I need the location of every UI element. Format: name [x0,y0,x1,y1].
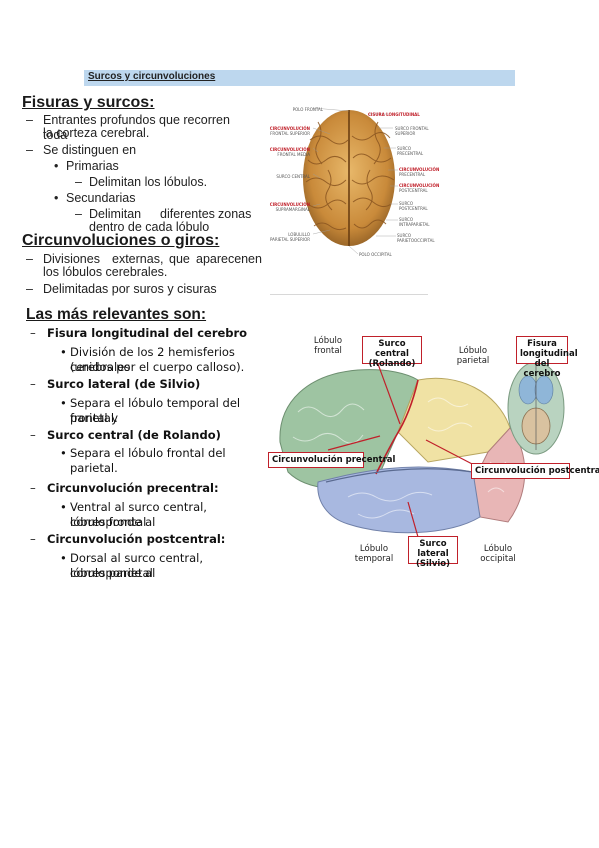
label-postcentral: POSTCENTRAL [399,188,428,193]
label-precentral: PRECENTRAL [399,172,426,177]
dot-bullet: • [60,446,67,460]
dash-bullet: – [26,252,33,266]
list-item-title: Surco central (de Rolando) [47,428,221,442]
label-polo-frontal: POLO FRONTAL [292,107,323,112]
list-item: dentro de cada lóbulo [89,220,210,234]
dash-bullet: – [26,282,33,296]
list-item: aparecen [196,252,249,266]
dash-bullet: – [75,207,82,221]
label-circunvolucion: CIRCUNVOLUCIÓN [399,183,440,188]
divider [270,294,428,295]
list-item: División de los 2 hemisferios cerebrales [70,345,235,374]
label-intraparietal: INTRAPARIETAL [399,222,430,227]
label-box-circunvolucion-precentral: Circunvolución precentral [268,452,395,468]
dash-bullet: – [30,326,36,340]
label-box-surco-lateral: Surco lateral (Silvio) [408,536,458,569]
section-title-fisuras: Fisuras y surcos: [22,94,155,111]
label-lobulillo: LOBULILLO [288,232,310,237]
label-superior: SUPERIOR [395,131,416,136]
dot-bullet: • [60,396,67,410]
dot-bullet: • [60,551,67,565]
dash-bullet: – [75,175,82,189]
list-item: lóbulo frontal [70,515,147,529]
label-box-surco-central: Surco central (Rolando) [362,336,422,369]
label-polo-occipital: POLO OCCIPITAL [359,252,392,257]
section2-list: – Divisiones externas, que aparecen en l… [26,252,262,302]
list-item: en [248,252,262,266]
dot-bullet: • [60,345,67,359]
dot-bullet: • [54,159,59,173]
label-lobulo-parietal: Lóbulo parietal [456,346,490,366]
list-item: Divisiones [43,252,100,266]
section-title-relevantes: Las más relevantes son: [26,306,207,323]
list-item: parietal. [70,411,118,425]
label-surco-central: SURCO CENTRAL [276,174,310,179]
section-title-circunvoluciones: Circunvoluciones o giros: [22,232,220,249]
list-item-title: Circunvolución postcentral: [47,532,226,546]
label-circunvolucion: CIRCUNVOLUCIÓN [269,147,310,152]
list-item: Se distinguen en [43,143,137,157]
dot-bullet: • [60,500,67,514]
label-lobulo-occipital: Lóbulo occipital [480,544,516,564]
list-item: los lóbulos cerebrales. [43,265,168,279]
label-parietooccipital: PARIETOOCCIPITAL [397,238,435,243]
label-circunvolucion: CIRCUNVOLUCIÓN [269,202,310,207]
label-postcentral: POSTCENTRAL [399,206,428,211]
list-item: diferentes [160,207,215,221]
dash-bullet: – [26,143,33,157]
dash-bullet: – [26,113,33,127]
dash-bullet: – [30,481,36,495]
page-header-title: Surcos y circunvoluciones [88,71,216,82]
label-lobulo-frontal: Lóbulo frontal [313,336,343,356]
list-item: zonas [218,207,252,221]
list-item: Secundarias [66,191,136,205]
list-item: externas, [112,252,164,266]
list-item-title: Surco lateral (de Silvio) [47,377,201,391]
label-parietal-superior: PARIETAL SUPERIOR [269,237,310,242]
brain-lateral-figure: Lóbulo frontal Surco central (Rolando) L… [268,332,599,576]
list-item: Ventral al surco central, corresponde al [70,500,207,529]
list-item: Dorsal al surco central, corresponde al [70,551,203,580]
label-surco-frontal: SURCO FRONTAL [395,126,429,131]
label-box-circunvolucion-postcentral: Circunvolución postcentral [471,463,599,479]
list-item: la corteza cerebral. [43,126,150,140]
list-item: Entrantes profundos que recorren toda [43,113,230,142]
brain-superior-illustration [303,107,398,255]
label-cisura-longitudinal: CISURA LONGITUDINAL [368,112,420,117]
label-frontal-media: FRONTAL MEDIA [277,152,310,157]
list-item: Delimitan [89,207,142,221]
list-item: (unidos por el cuerpo calloso). [70,360,245,374]
section1-list: – Entrantes profundos que recorren toda … [26,113,256,263]
list-item: Primarias [66,159,119,173]
list-item: lóbulo parietal [70,566,153,580]
header-bar [84,70,515,86]
label-circunvolucion: CIRCUNVOLUCIÓN [399,167,440,172]
label-lobulo-temporal: Lóbulo temporal [354,544,394,564]
section3-list: – Fisura longitudinal del cerebro • Divi… [30,326,275,581]
label-box-fisura-longitudinal: Fisura longitudinal del cerebro [516,336,578,379]
dash-bullet: – [30,428,36,442]
list-item: Separa el lóbulo temporal del frontal y [70,396,241,425]
list-item-title: Circunvolución precentral: [47,481,219,495]
label-surco: SURCO [399,217,413,222]
list-item: Delimitan los lóbulos. [89,175,208,189]
list-item-title: Fisura longitudinal del cerebro [47,326,248,340]
dash-bullet: – [30,532,36,546]
list-item: Separa el lóbulo frontal del parietal. [70,446,226,475]
label-surco: SURCO [397,233,411,238]
label-frontal-superior: FRONTAL SUPERIOR [270,131,310,136]
dot-bullet: • [54,191,59,205]
label-circunvolucion: CIRCUNVOLUCIÓN [269,126,310,131]
brain-superior-figure: POLO FRONTAL CIRCUNVOLUCIÓN FRONTAL SUPE… [258,100,440,260]
list-item: Delimitadas por suros y cisuras [43,282,217,296]
list-item: que [169,252,190,266]
label-surco: SURCO [399,201,413,206]
label-surco-precentral: SURCO PRECENTRAL [397,146,424,156]
dash-bullet: – [30,377,36,391]
label-supramarginal: SUPRAMARGINAL [275,207,310,212]
